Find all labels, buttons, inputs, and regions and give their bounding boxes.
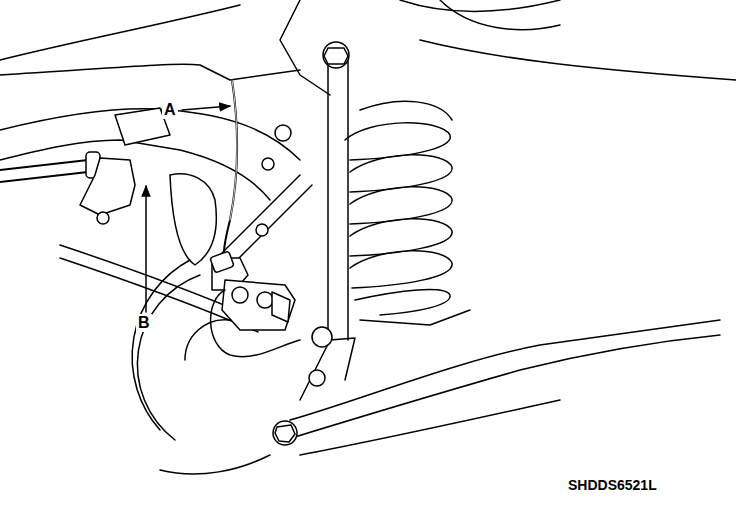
lower-control-arm: [300, 400, 560, 455]
stabilizer-bar: [0, 160, 88, 170]
brake-disc: [160, 455, 270, 474]
knuckle-bracket: [222, 280, 295, 330]
wheel-speed-sensor-cable: [210, 251, 234, 273]
body-panel: [420, 40, 736, 80]
lower-control-arm: [309, 370, 325, 386]
callout-leaders: [182, 106, 230, 110]
brake-disc: [137, 275, 200, 440]
stabilizer-bar: [80, 158, 135, 215]
wheel-speed-sensor-cable: [211, 290, 300, 357]
lower-control-arm: [273, 310, 720, 455]
figure-code: SHDDS6521L: [566, 478, 659, 493]
lower-control-arm: [290, 320, 720, 420]
body-panel: [0, 5, 240, 60]
callout-leaders: [145, 186, 147, 312]
lower-control-arm: [275, 425, 295, 442]
coil-spring: [345, 123, 450, 160]
lateral-link: [256, 224, 268, 236]
body-panel: [400, 0, 560, 12]
coil-spring: [350, 219, 452, 256]
lateral-link: [262, 158, 274, 170]
body-panel: [0, 0, 736, 95]
shock-absorber: [324, 48, 348, 64]
lower-control-arm: [273, 421, 297, 445]
lateral-link: [220, 175, 300, 255]
coil-spring: [350, 187, 452, 224]
knuckle-bracket: [232, 287, 248, 303]
stabilizer-bar: [0, 172, 88, 182]
lower-control-arm: [312, 327, 332, 347]
body-panel: [0, 64, 300, 80]
coil-spring: [350, 251, 452, 288]
wheel-speed-sensor-cable: [224, 80, 237, 265]
body-panel: [440, 0, 560, 30]
wheel-speed-sensor-cable: [230, 80, 237, 220]
callout-letter: B: [136, 314, 152, 332]
trailing-arm: [0, 140, 270, 200]
lower-control-arm: [360, 310, 470, 325]
knuckle-bracket: [272, 292, 290, 322]
shock-absorber: [323, 42, 349, 340]
brake-disc: [185, 320, 230, 360]
lateral-link: [275, 125, 291, 141]
shock-absorber: [347, 60, 349, 340]
coil-spring: [350, 155, 452, 192]
wheel-speed-sensor-cable: [210, 80, 300, 357]
shock-absorber: [323, 42, 349, 68]
shock-absorber: [327, 60, 329, 340]
coil-spring: [360, 101, 452, 120]
knuckle-bracket: [257, 292, 273, 308]
lower-control-arm: [285, 335, 720, 440]
coil-spring: [345, 101, 452, 315]
stabilizer-bar: [0, 152, 135, 224]
callout-leaders: [146, 106, 230, 312]
trailing-arm: [0, 109, 300, 160]
trailing-arm: [170, 174, 216, 265]
lateral-link: [232, 185, 312, 265]
stabilizer-bar: [97, 212, 109, 224]
lower-control-arm: [300, 338, 355, 400]
body-panel: [280, 0, 330, 95]
brake-disc: [132, 260, 190, 430]
callout-letter: A: [162, 101, 178, 119]
coil-spring: [355, 290, 450, 315]
